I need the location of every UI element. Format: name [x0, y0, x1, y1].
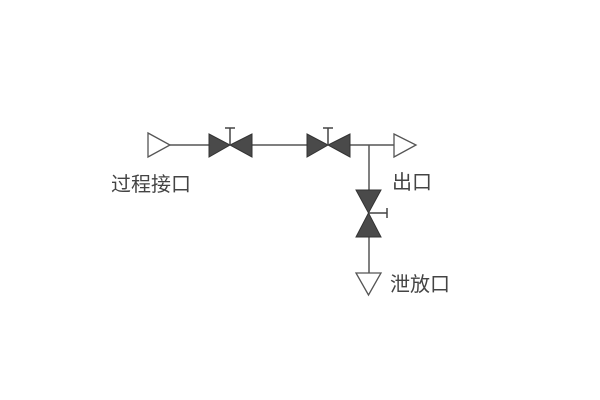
valve-2-icon[interactable] [306, 127, 351, 158]
drain-label: 泄放口 [390, 272, 450, 296]
inlet-label: 过程接口 [111, 172, 191, 196]
inlet-port-icon [147, 131, 172, 159]
valve-1-icon[interactable] [208, 127, 253, 158]
outlet-label: 出口 [392, 170, 432, 194]
drain-port-icon [354, 272, 383, 297]
outlet-port-icon [393, 132, 418, 159]
drain-valve-icon[interactable] [355, 189, 388, 238]
